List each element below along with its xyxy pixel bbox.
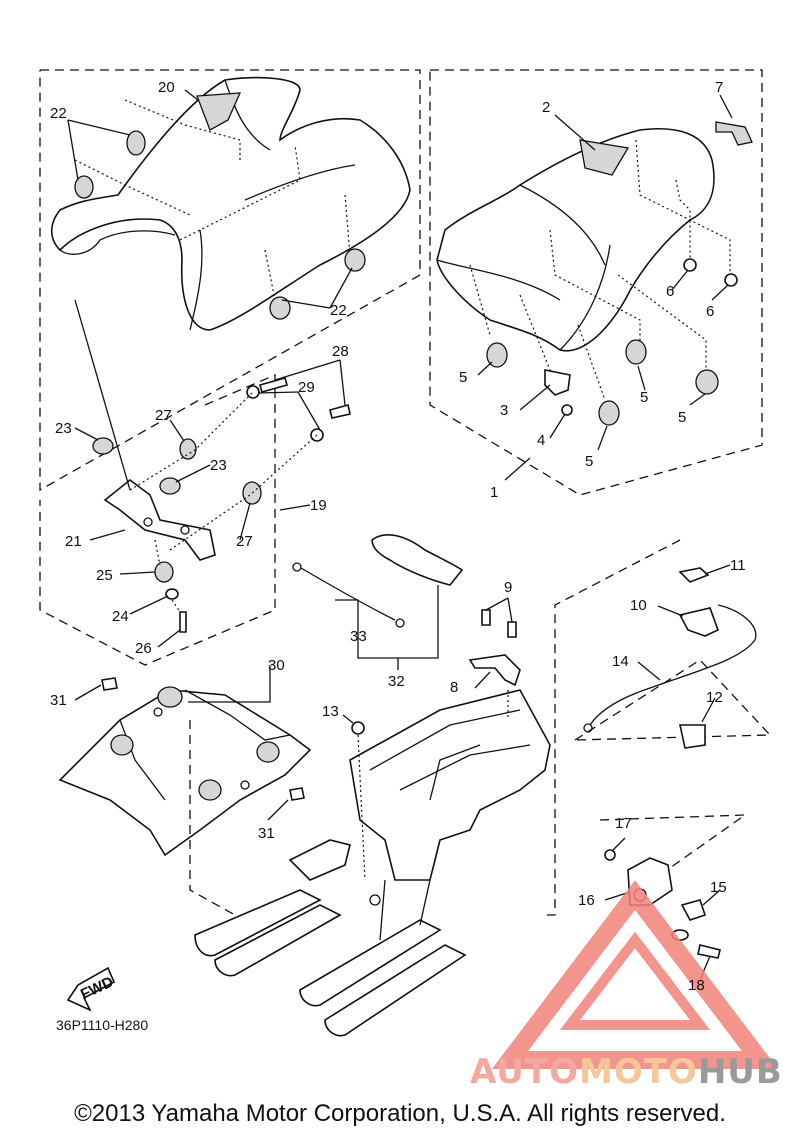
label-17: 17 (615, 815, 632, 832)
rear-seat-box (429, 69, 763, 496)
rider-seat (50, 76, 411, 331)
label-5-bottom: 5 (585, 453, 593, 470)
washer-24 (165, 588, 179, 600)
bolt-28-upper (259, 377, 288, 393)
bracket-12 (679, 724, 706, 749)
damper-5-group (486, 339, 719, 426)
seat-pad-20 (196, 92, 242, 131)
label-30: 30 (268, 657, 285, 674)
diagram-code: 36P1110-H280 (56, 1017, 149, 1033)
screw-9-left (481, 609, 491, 626)
front-seat-box (39, 69, 421, 666)
strap-7 (715, 121, 753, 146)
label-5-right: 5 (678, 409, 686, 426)
label-18: 18 (688, 977, 705, 994)
label-15: 15 (710, 879, 727, 896)
seat-lock-box (545, 539, 681, 916)
leader-lines-left (67, 89, 353, 648)
collar-27-lower (242, 481, 262, 505)
label-6-left: 6 (666, 283, 674, 300)
screw-9-right (507, 621, 517, 638)
label-22-upper: 22 (50, 105, 67, 122)
label-21: 21 (65, 533, 82, 550)
label-9: 9 (504, 579, 512, 596)
copyright-notice: ©2013 Yamaha Motor Corporation, U.S.A. A… (74, 1100, 726, 1127)
bolt-28-lower (329, 404, 351, 419)
seat-lock-cable-33 (292, 562, 405, 628)
bracket-10 (678, 607, 720, 637)
tail-cover-30 (58, 686, 312, 857)
label-16: 16 (578, 892, 595, 909)
damper-23-upper (92, 437, 114, 455)
seat-pad-2 (579, 139, 630, 176)
bolt-18 (697, 944, 721, 959)
bracket-3 (544, 369, 571, 396)
label-33: 33 (350, 628, 367, 645)
fwd-arrow-icon: FWD (66, 966, 116, 1012)
bolt-26 (179, 611, 187, 633)
label-6-right: 6 (706, 303, 714, 320)
label-14: 14 (612, 653, 629, 670)
label-22-lower: 22 (330, 302, 347, 319)
label-5-mid: 5 (640, 389, 648, 406)
label-32: 32 (388, 673, 405, 690)
bracket-8 (468, 654, 521, 687)
nut-4 (561, 404, 573, 416)
rear-frame (194, 689, 551, 1037)
brand-part-auto: AUTO (470, 1052, 579, 1092)
label-31-lower: 31 (258, 825, 275, 842)
label-29: 29 (298, 379, 315, 396)
label-5-left: 5 (459, 369, 467, 386)
collar-27-upper (179, 438, 197, 460)
watermark-brand: AUTOMOTOHUB (470, 1052, 783, 1092)
label-7: 7 (715, 79, 723, 96)
label-12: 12 (706, 689, 723, 706)
label-27-lower: 27 (236, 533, 253, 550)
label-10: 10 (630, 597, 647, 614)
label-2: 2 (542, 99, 550, 116)
label-4: 4 (537, 432, 545, 449)
bolt-31-upper (101, 677, 118, 691)
passenger-seat (436, 128, 731, 401)
collar-29-upper (246, 385, 260, 399)
nut-6-right (724, 273, 738, 287)
label-27-upper: 27 (155, 407, 172, 424)
label-25: 25 (96, 567, 113, 584)
label-23-upper: 23 (55, 420, 72, 437)
brand-part-hub: HUB (697, 1052, 783, 1092)
nut-6-left (683, 258, 697, 272)
brand-part-moto: MOTO (578, 1052, 698, 1092)
leader-lines-right (477, 94, 733, 481)
lock-15 (680, 899, 707, 921)
label-11: 11 (730, 557, 746, 574)
label-24: 24 (112, 608, 129, 625)
automotohub-logo (491, 880, 779, 1069)
seat-bracket-21 (103, 478, 216, 561)
helmet-holder-32 (371, 534, 464, 586)
damper-25 (154, 561, 174, 583)
nut-13 (351, 721, 365, 735)
label-13: 13 (322, 703, 339, 720)
label-19: 19 (310, 497, 327, 514)
label-28: 28 (332, 343, 349, 360)
damper-23-lower (159, 477, 181, 495)
label-31-upper: 31 (50, 692, 67, 709)
lock-box (599, 814, 748, 876)
label-20: 20 (158, 79, 175, 96)
screw-17 (604, 849, 616, 861)
part-labels: 20 22 22 28 29 27 23 23 19 21 27 25 24 2… (50, 79, 746, 994)
cover-11 (678, 567, 710, 583)
label-23-lower: 23 (210, 457, 227, 474)
damper-22-group (74, 130, 366, 320)
cable-14 (589, 604, 757, 726)
collar-29-lower (310, 428, 324, 442)
bolt-31-lower (289, 787, 305, 801)
label-8: 8 (450, 679, 458, 696)
label-26: 26 (135, 640, 152, 657)
label-1: 1 (490, 484, 498, 501)
label-3: 3 (500, 402, 508, 419)
